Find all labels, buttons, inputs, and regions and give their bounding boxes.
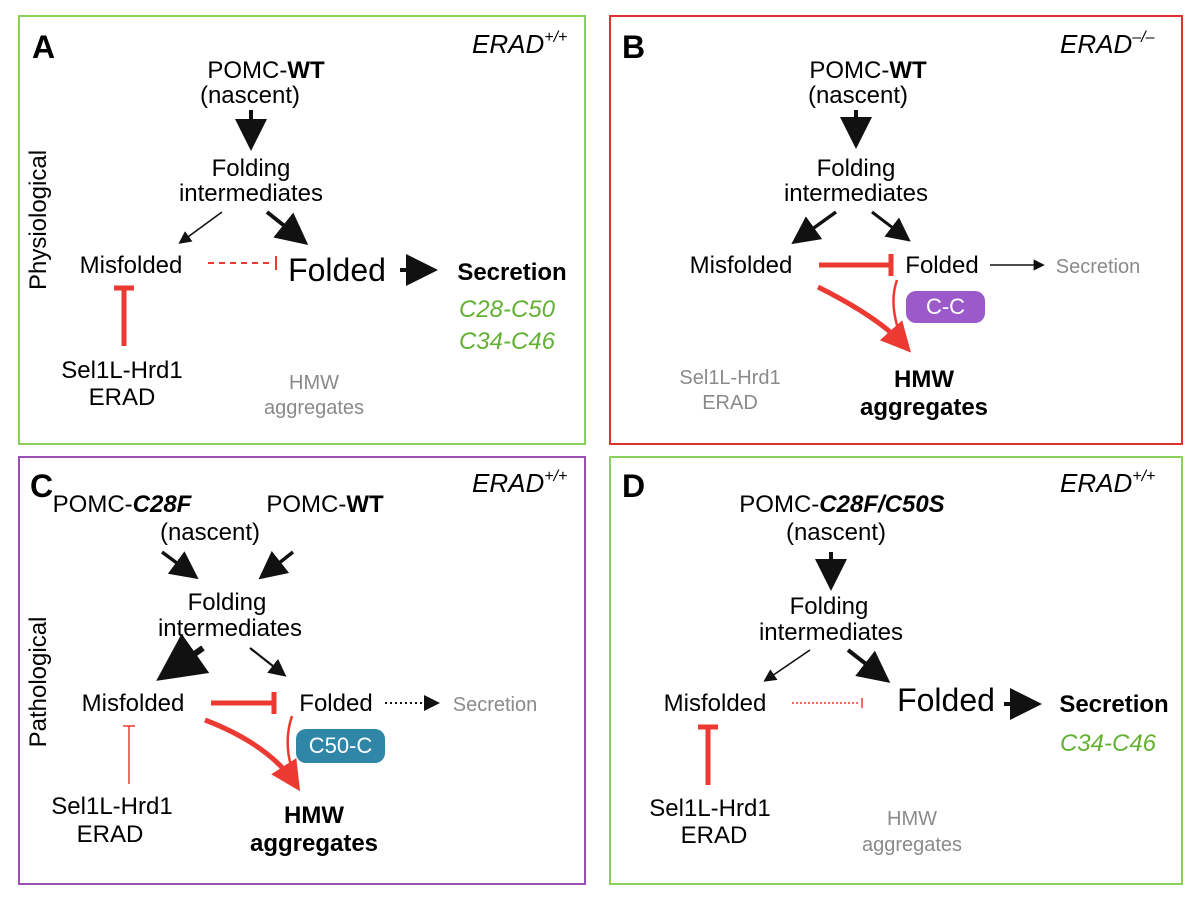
panel-b-folded-to-hmw-arrow — [892, 279, 904, 341]
panel-b-border — [609, 15, 1183, 445]
panel-b-letter: B — [622, 29, 645, 65]
panel-c-border — [18, 456, 586, 885]
panel-c-arrow-wt-to-folding — [258, 550, 295, 580]
panel-b-hmw-label: HMW — [894, 366, 954, 393]
panel-c-pomc-mutant-label: POMC-C28F — [53, 491, 193, 518]
panel-b-folding-label: Folding — [817, 155, 896, 182]
panel-a-folded-label: Folded — [288, 252, 386, 288]
panel-c-arrow-to-misfolded — [156, 633, 210, 681]
panel-d-bond-1: C34-C46 — [1060, 730, 1157, 757]
panel-c-nascent-label: (nascent) — [160, 519, 260, 546]
panel-b-erad-genotype: ERAD–/– — [1060, 29, 1155, 59]
panel-b-nascent-label: (nascent) — [808, 82, 908, 109]
panel-c-aggregates-label: aggregates — [250, 830, 378, 857]
panel-c-letter: C — [30, 468, 53, 504]
panel-d-folding-label: Folding — [790, 593, 869, 620]
side-label-physiological: Physiological — [25, 150, 52, 290]
panel-c-secretion-label: Secretion — [453, 694, 538, 716]
panel-b-erad-label-2: ERAD — [702, 392, 758, 414]
panel-c-folded-label: Folded — [299, 690, 372, 717]
panel-a-bond-2: C34-C46 — [459, 328, 556, 355]
panel-b-misfolded-label: Misfolded — [690, 252, 793, 279]
panel-a-letter: A — [32, 29, 55, 65]
panel-d-arrow-to-folded — [846, 648, 891, 683]
panel-b-arrow-to-misfolded — [791, 210, 838, 245]
panel-c-misfolded-to-hmw-arrow — [204, 717, 301, 792]
panel-c-pomc-wt-label: POMC-WT — [266, 491, 384, 518]
panel-a-misfolded-label: Misfolded — [80, 252, 183, 279]
panel-a-erad-genotype: ERAD+/+ — [472, 29, 567, 59]
panel-b-aggregates-label: aggregates — [860, 394, 988, 421]
panel-b-secretion-label: Secretion — [1056, 256, 1141, 278]
panel-d-aggregates-label: aggregates — [862, 834, 962, 856]
panel-a-arrow-to-folded — [265, 210, 309, 245]
panel-c-folded-to-hmw-arrow — [286, 715, 297, 779]
panel-d-secretion-label: Secretion — [1059, 691, 1168, 718]
panel-d-erad-genotype: ERAD+/+ — [1060, 468, 1155, 498]
panel-d-misfolded-label: Misfolded — [664, 690, 767, 717]
panel-c-erad-genotype: ERAD+/+ — [472, 468, 567, 498]
panel-a-border — [18, 15, 586, 445]
panel-b: B ERAD–/– POMC-WT (nascent) Folding inte… — [609, 15, 1183, 445]
panel-d-letter: D — [622, 468, 645, 504]
panel-a-erad-label-2: ERAD — [89, 384, 156, 411]
panel-b-folded-label: Folded — [905, 252, 978, 279]
panel-d: D ERAD+/+ POMC-C28F/C50S (nascent) Foldi… — [609, 456, 1183, 885]
panel-a-pomc-label: POMC-WT — [207, 57, 325, 84]
panel-a-bond-1: C28-C50 — [459, 296, 556, 323]
panel-b-cc-badge-label: C-C — [926, 294, 965, 319]
panel-a-intermediates-label: intermediates — [179, 180, 323, 207]
panel-c-arrow-to-folded — [249, 647, 287, 677]
panel-d-arrow-to-misfolded — [763, 649, 811, 682]
panel-c-erad-label-2: ERAD — [77, 821, 144, 848]
panel-a-hmw-label: HMW — [289, 372, 339, 394]
panel-c: C ERAD+/+ POMC-C28F POMC-WT (nascent) Fo… — [18, 456, 586, 885]
panel-d-hmw-label: HMW — [887, 808, 937, 830]
panel-d-border — [609, 456, 1183, 885]
panel-c-folding-label: Folding — [188, 589, 267, 616]
panel-a-folding-label: Folding — [212, 155, 291, 182]
panel-a: A ERAD+/+ POMC-WT (nascent) Folding inte… — [18, 15, 586, 445]
panel-c-c50c-badge — [296, 729, 385, 763]
panel-b-intermediates-label: intermediates — [784, 180, 928, 207]
panel-b-pomc-label: POMC-WT — [809, 57, 927, 84]
panel-b-arrow-to-folded — [871, 210, 911, 242]
side-label-pathological: Pathological — [25, 617, 52, 748]
panel-c-arrow-mutant-to-folding — [160, 550, 199, 580]
panel-a-arrow-to-misfolded — [178, 211, 223, 244]
panel-a-nascent-label: (nascent) — [200, 82, 300, 109]
panel-d-folded-label: Folded — [897, 682, 995, 718]
panel-c-c50c-badge-label: C50-C — [309, 733, 373, 758]
panel-b-cc-badge — [906, 291, 985, 323]
panel-c-erad-label: Sel1L-Hrd1 — [51, 793, 172, 820]
panel-b-misfolded-to-hmw-arrow — [816, 284, 912, 353]
panel-a-secretion-label: Secretion — [457, 259, 566, 286]
panel-a-aggregates-label: aggregates — [264, 397, 364, 419]
panel-d-erad-label: Sel1L-Hrd1 — [649, 795, 770, 822]
panel-c-misfolded-label: Misfolded — [82, 690, 185, 717]
panel-a-erad-label: Sel1L-Hrd1 — [61, 357, 182, 384]
panel-c-hmw-label: HMW — [284, 802, 344, 829]
panel-c-intermediates-label: intermediates — [158, 615, 302, 642]
panel-d-nascent-label: (nascent) — [786, 519, 886, 546]
panel-b-erad-label: Sel1L-Hrd1 — [679, 367, 780, 389]
panel-d-intermediates-label: intermediates — [759, 619, 903, 646]
panel-d-pomc-label: POMC-C28F/C50S — [739, 491, 944, 518]
panel-d-erad-label-2: ERAD — [681, 822, 748, 849]
